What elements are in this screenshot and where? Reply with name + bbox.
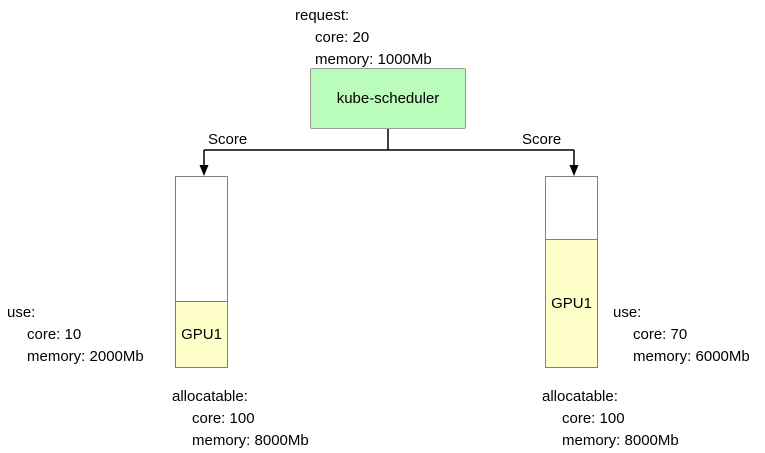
- allocatable-block-right: allocatable: core: 100 memory: 8000Mb: [542, 386, 679, 452]
- use-block-left: use: core: 10 memory: 2000Mb: [7, 302, 144, 368]
- allocatable-block-left: allocatable: core: 100 memory: 8000Mb: [172, 386, 309, 452]
- allocatable-core-left: core: 100: [192, 410, 255, 427]
- node-box-right: GPU1: [545, 176, 598, 368]
- gpu-label-right: GPU1: [551, 295, 592, 312]
- gpu-label-left: GPU1: [181, 326, 222, 343]
- allocatable-core-right: core: 100: [562, 410, 625, 427]
- allocatable-memory-right: memory: 8000Mb: [562, 432, 679, 449]
- use-memory-left: memory: 2000Mb: [27, 348, 144, 365]
- use-title-right: use:: [613, 304, 642, 321]
- score-label-right: Score: [522, 131, 562, 148]
- use-core-right: core: 70: [633, 326, 688, 343]
- kube-scheduler-label: kube-scheduler: [336, 90, 440, 107]
- gpu-box-left: GPU1: [175, 301, 228, 368]
- use-block-right: use: core: 70 memory: 6000Mb: [613, 302, 750, 368]
- request-memory: memory: 1000Mb: [315, 51, 432, 68]
- arrowhead-left-icon: [199, 165, 209, 176]
- request-title: request:: [295, 7, 350, 24]
- request-block: request: core: 20 memory: 1000Mb: [295, 5, 432, 71]
- arrowhead-right-icon: [569, 165, 579, 176]
- gpu-box-right: GPU1: [545, 239, 598, 368]
- allocatable-title-right: allocatable:: [542, 388, 618, 405]
- score-label-left: Score: [208, 131, 248, 148]
- node-box-left: GPU1: [175, 176, 228, 368]
- allocatable-memory-left: memory: 8000Mb: [192, 432, 309, 449]
- kube-scheduler-box: kube-scheduler: [310, 68, 466, 129]
- allocatable-title-left: allocatable:: [172, 388, 248, 405]
- use-title-left: use:: [7, 304, 36, 321]
- use-core-left: core: 10: [27, 326, 82, 343]
- use-memory-right: memory: 6000Mb: [633, 348, 750, 365]
- request-core: core: 20: [315, 29, 370, 46]
